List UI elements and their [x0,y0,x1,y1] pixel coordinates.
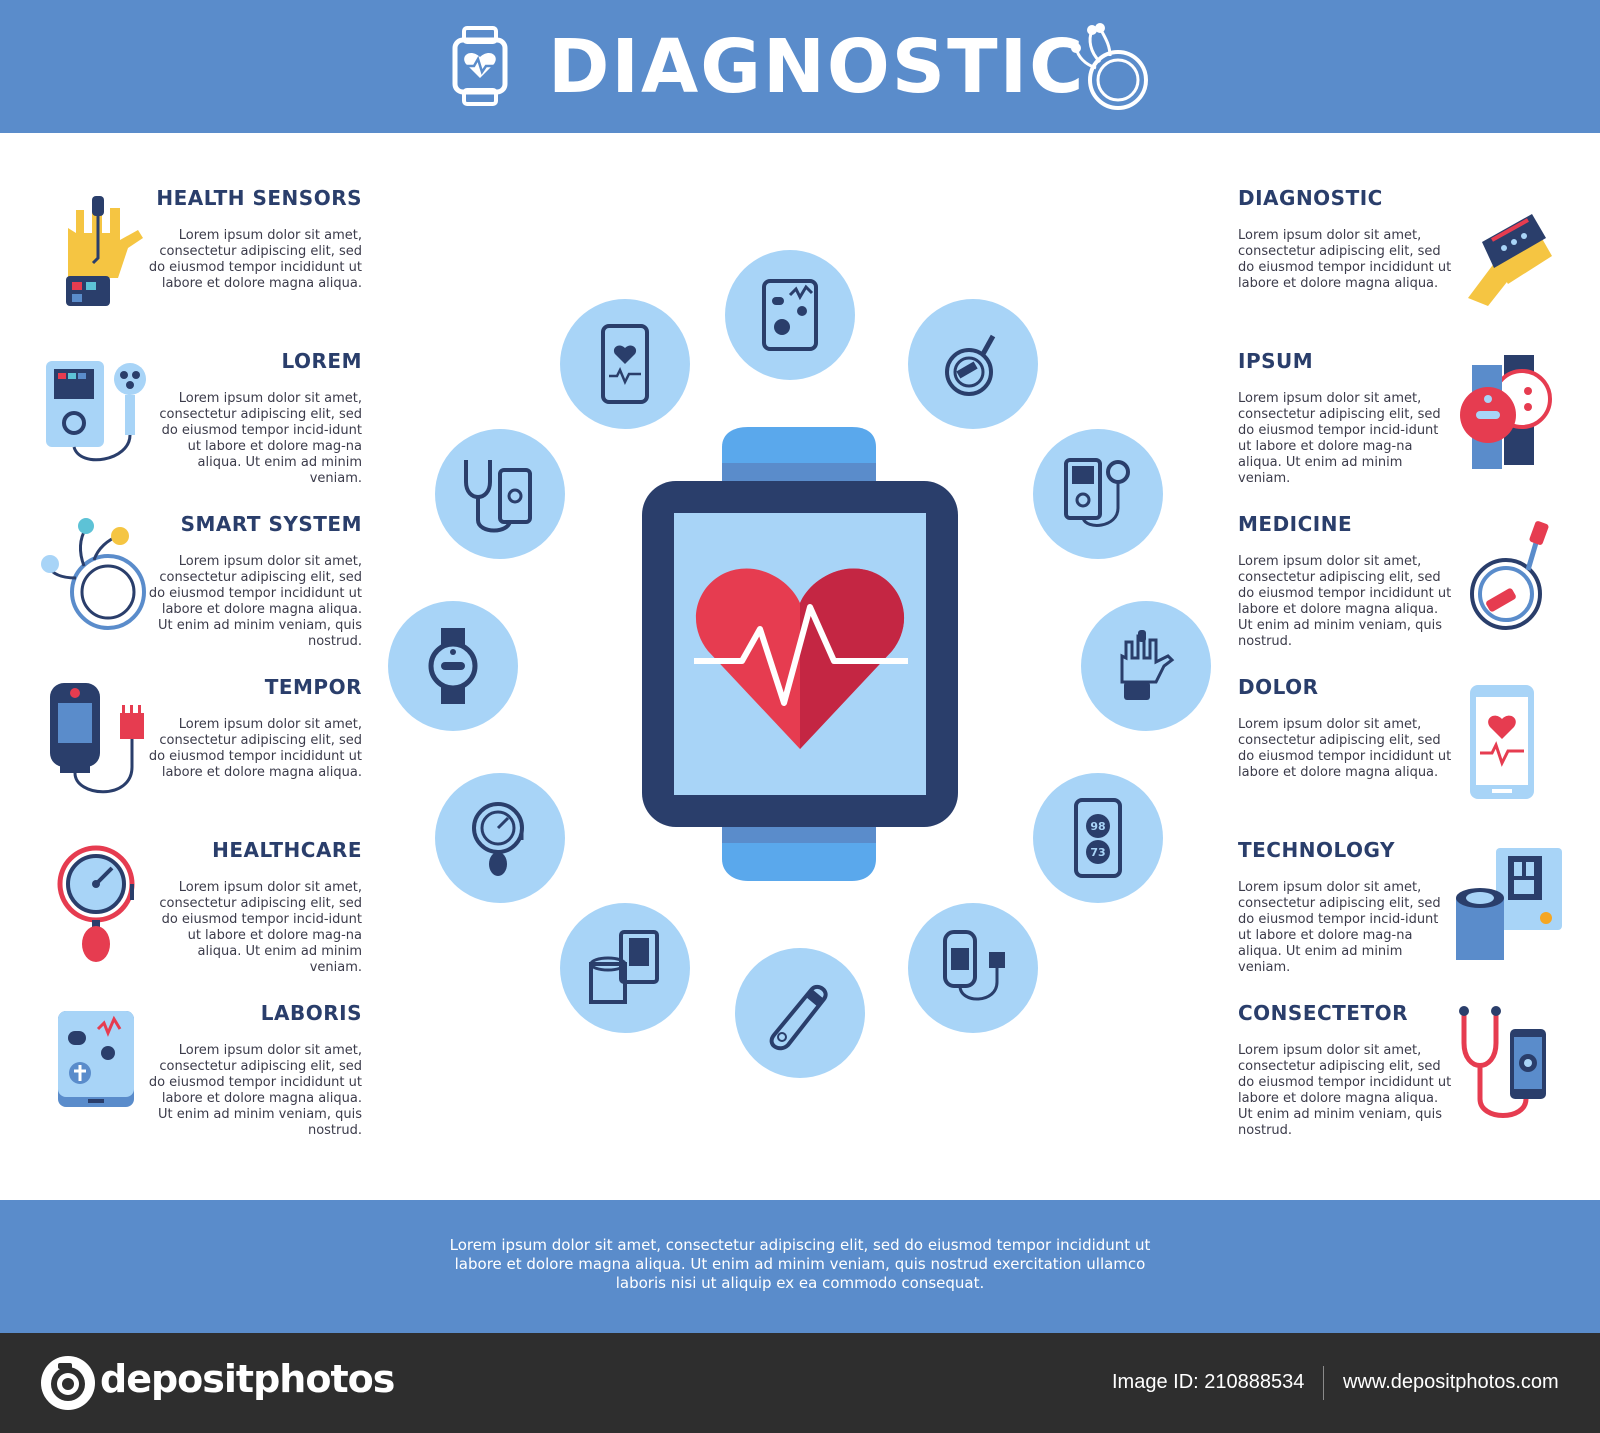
blood-pressure-gauge-icon [472,802,524,876]
feature-title: DOLOR [1238,675,1319,699]
page-title: DIAGNOSTIC [548,24,1086,110]
footer-banner: Lorem ipsum dolor sit amet, consectetur … [0,1200,1600,1333]
feature-item-left: HEALTH SENSORS Lorem ipsum dolor sit ame… [0,133,380,306]
feature-title: LOREM [281,349,362,373]
feature-title: IPSUM [1238,349,1314,373]
icon-circle [560,299,690,429]
feature-description: Lorem ipsum dolor sit amet, consectetur … [148,717,362,780]
thermometer-icon [769,984,828,1051]
feature-description: Lorem ipsum dolor sit amet, consectetur … [148,554,362,649]
feature-description: Lorem ipsum dolor sit amet, consectetur … [1238,228,1452,291]
feature-description: Lorem ipsum dolor sit amet, consectetur … [159,391,362,486]
feature-description: Lorem ipsum dolor sit amet, consectetur … [1238,717,1452,780]
feature-description: Lorem ipsum dolor sit amet, consectetur … [1238,554,1452,649]
feature-title: HEALTH SENSORS [156,186,362,210]
blood-pressure-gauge-icon [57,845,135,962]
pulse-oximeter-icon [943,930,1005,1001]
central-smartwatch [642,427,958,881]
camera-logo-icon [41,1356,95,1410]
feature-description: Lorem ipsum dolor sit amet, consectetur … [1238,1043,1452,1138]
feature-description: Lorem ipsum dolor sit amet, consectetur … [159,880,362,975]
stethoscope-phone-icon [1459,1006,1546,1118]
feature-description: Lorem ipsum dolor sit amet, consectetur … [148,228,362,291]
stethoscope-phone-icon [464,460,532,533]
feature-item-left: SMART SYSTEM Lorem ipsum dolor sit amet,… [0,459,380,649]
feature-title: MEDICINE [1238,512,1353,536]
smartwatch-icon [428,628,478,704]
bp-monitor-cuff-icon [589,930,659,1004]
icon-circle [725,250,855,380]
feature-item-left: LOREM Lorem ipsum dolor sit amet, consec… [0,296,380,486]
finger-sensor-icon [1120,630,1175,700]
feature-item-left: TEMPOR Lorem ipsum dolor sit amet, conse… [0,622,380,794]
phone-readings-icon: 98 73 [1074,798,1122,878]
feature-title: HEALTHCARE [212,838,362,862]
icon-circle [1081,601,1211,731]
ecg-electrodes-icon [1071,23,1148,110]
feature-title: LABORIS [260,1001,362,1025]
reading-value: 98 [1090,820,1105,833]
electrode-cable-icon [41,518,146,630]
feature-title: SMART SYSTEM [180,512,362,536]
heart-phone-icon [601,324,649,404]
brand-name: depositphotos [100,1357,395,1401]
finger-sensor-icon [66,196,143,306]
icon-circle [435,429,565,559]
bp-monitor-cuff-icon [1456,848,1562,960]
heart-phone-icon [1470,685,1534,799]
usb-cable-icon [945,334,996,396]
smartwatch-icon [1460,355,1552,469]
divider [1323,1366,1324,1400]
icon-circle [908,299,1038,429]
icon-circle [1033,429,1163,559]
feature-description: Lorem ipsum dolor sit amet, consectetur … [1238,391,1441,486]
feature-description: Lorem ipsum dolor sit amet, consectetur … [1238,880,1441,975]
diagnostic-tablet-icon [762,279,818,351]
image-id: Image ID: 210888534 [1112,1371,1305,1393]
feature-title: TECHNOLOGY [1238,838,1395,862]
feature-title: TEMPOR [264,675,362,699]
feature-item-left: LABORIS Lorem ipsum dolor sit amet, cons… [0,948,380,1138]
icon-circle [560,903,690,1033]
icon-circle [908,903,1038,1033]
wristband-hand-icon [1468,214,1552,306]
usb-cable-icon [1470,521,1549,630]
feature-item-right: DIAGNOSTIC Lorem ipsum dolor sit amet, c… [1220,133,1600,306]
header-banner: DIAGNOSTIC [0,0,1600,133]
feature-item-right: IPSUM Lorem ipsum dolor sit amet, consec… [1220,296,1600,486]
holter-monitor-icon [46,361,146,462]
smartwatch-heart-icon [452,26,508,106]
bottom-bar: depositphotos Image ID: 210888534 www.de… [0,1333,1600,1433]
icon-circle: 98 73 [1033,773,1163,903]
icon-circle [735,948,865,1078]
icon-circle [435,773,565,903]
main-content: HEALTH SENSORS Lorem ipsum dolor sit ame… [0,133,1600,1200]
site-link[interactable]: www.depositphotos.com [1343,1371,1559,1393]
feature-item-right: MEDICINE Lorem ipsum dolor sit amet, con… [1220,459,1600,649]
reading-value: 73 [1090,846,1105,859]
feature-title: CONSECTETOR [1238,1001,1409,1025]
footer-text: Lorem ipsum dolor sit amet, consectetur … [449,1236,1151,1292]
pulse-oximeter-icon [50,683,144,794]
feature-item-right: DOLOR Lorem ipsum dolor sit amet, consec… [1220,622,1600,799]
feature-description: Lorem ipsum dolor sit amet, consectetur … [148,1043,362,1138]
feature-title: DIAGNOSTIC [1238,186,1383,210]
feature-item-left: HEALTHCARE Lorem ipsum dolor sit amet, c… [0,785,380,975]
holter-monitor-icon [1064,458,1130,527]
diagnostic-tablet-icon [58,1011,134,1107]
icon-circle [388,601,518,731]
feature-item-right: TECHNOLOGY Lorem ipsum dolor sit amet, c… [1220,785,1600,975]
feature-item-right: CONSECTETOR Lorem ipsum dolor sit amet, … [1220,948,1600,1138]
